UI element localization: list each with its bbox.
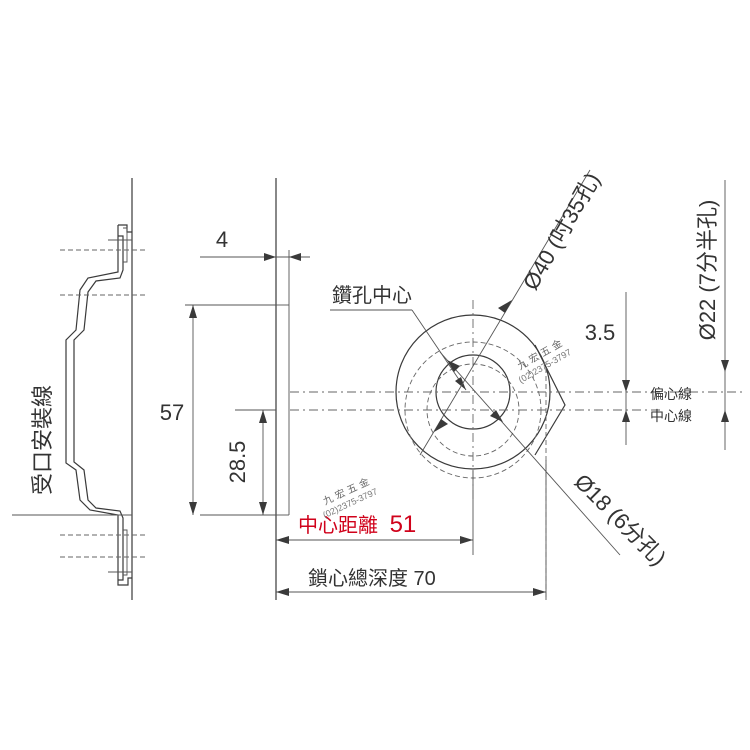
- dimension-57: [185, 304, 276, 515]
- backset-dimension: [276, 536, 473, 544]
- hole-geometry: [290, 300, 745, 600]
- offset-line-label: 偏心線: [650, 386, 692, 402]
- backset-label: 中心距離 51: [298, 511, 416, 538]
- dim-4-label: 4: [216, 227, 228, 252]
- drill-center-label: 鑽孔中心: [332, 284, 412, 307]
- dia18-label: Ø18 (6分孔): [570, 469, 672, 571]
- total-depth-label: 鎖心總深度 70: [308, 567, 436, 590]
- total-depth-dimension: [276, 588, 546, 596]
- lock-body: [200, 178, 290, 600]
- watermark-lower: 九 宏 五 金 (02)2375-3797: [321, 475, 379, 520]
- dim-57-label: 57: [160, 400, 184, 425]
- dia40-leader: [419, 169, 591, 456]
- offset-3-5-dimension: [622, 292, 630, 445]
- dim-28-5-label: 28.5: [225, 441, 250, 484]
- dia22-label: Ø22 (7分半孔): [695, 200, 720, 341]
- dia40-label: Ø40 (吋35孔): [518, 168, 605, 294]
- strike-plate-profile: [12, 178, 145, 600]
- center-line-label: 中心線: [650, 408, 692, 424]
- dia18-leader: [439, 351, 621, 556]
- dimension-4: [200, 253, 310, 261]
- dim-3-5-label: 3.5: [585, 320, 616, 345]
- drill-center-leader: [330, 309, 467, 391]
- mounting-line-label: 受口安裝線: [30, 385, 55, 495]
- dimension-28-5: [235, 409, 276, 515]
- dia22-dimension: [721, 180, 729, 450]
